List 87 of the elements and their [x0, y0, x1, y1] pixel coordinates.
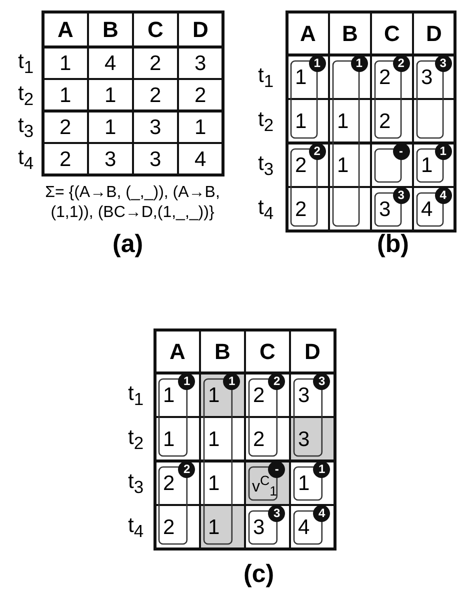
- number-badge: 1: [350, 54, 368, 72]
- cell-value: 1: [295, 111, 307, 132]
- cell-value: 3: [104, 149, 116, 170]
- row-label: t$_{2}$: [258, 109, 274, 135]
- column-header: C: [260, 340, 276, 362]
- cell-value: 1: [337, 155, 349, 176]
- number-badge: 3: [313, 372, 330, 390]
- cell-value: 1: [208, 385, 220, 406]
- number-badge: 1: [178, 372, 196, 390]
- cell-value: 2: [163, 517, 175, 538]
- number-badge: 2: [268, 372, 286, 390]
- row-label: t$_{4}$: [18, 147, 34, 173]
- number-badge: 1: [308, 54, 326, 72]
- cell-value: 2: [253, 385, 265, 406]
- row-label: t$_{1}$: [258, 65, 274, 91]
- cell-value: 3: [150, 149, 162, 170]
- cell-value: 2: [60, 149, 72, 170]
- column-header: C: [148, 18, 164, 40]
- column-header: B: [102, 18, 118, 40]
- number-badge: 4: [313, 504, 330, 522]
- cell-value: 1: [208, 517, 220, 538]
- cell-value: 3: [253, 517, 265, 538]
- column-header: B: [342, 22, 358, 44]
- cell-value: 1: [104, 117, 116, 138]
- panel-caption: (a): [112, 232, 144, 257]
- column-header: D: [192, 18, 208, 40]
- cell-value: 1: [194, 117, 206, 138]
- constraint-text: Σ= {(A→B, (_,_)), (A→B, (1,1)), (BC→D,(1,_,_))}: [45, 183, 220, 223]
- number-badge: 2: [178, 460, 196, 478]
- number-badge: 3: [268, 504, 286, 522]
- cell-value: 2: [150, 53, 162, 74]
- cell-value: 2: [253, 429, 265, 450]
- cell-value: 3: [379, 199, 391, 220]
- cell-value: 1: [163, 385, 175, 406]
- cell-value: 1: [163, 429, 175, 450]
- number-badge: 1: [434, 142, 452, 160]
- cell-value: 3: [194, 53, 206, 74]
- column-header: B: [214, 340, 230, 362]
- cell-value: 3: [298, 429, 310, 450]
- cell-value: 1: [298, 473, 310, 494]
- row-label: t$_{2}$: [128, 427, 144, 453]
- cell-value: 4: [298, 517, 310, 538]
- cell-value: 2: [295, 199, 307, 220]
- cell-value: 2: [379, 111, 391, 132]
- number-badge: 4: [434, 186, 452, 204]
- cell-value: 1: [295, 67, 307, 88]
- cell-value: 4: [421, 199, 433, 220]
- number-badge: 3: [434, 54, 452, 72]
- column-header: A: [58, 18, 74, 40]
- panel-caption: (b): [377, 232, 409, 257]
- row-label: t$_{4}$: [258, 197, 274, 223]
- column-header: D: [426, 22, 442, 44]
- row-label: t$_{3}$: [18, 115, 34, 141]
- column-header: C: [384, 22, 400, 44]
- panel-caption: (c): [244, 562, 274, 587]
- number-badge: 3: [392, 186, 410, 204]
- cell-value: 2: [194, 85, 206, 106]
- column-header: D: [304, 340, 320, 362]
- cell-value: 3: [150, 117, 162, 138]
- cell-value: 2: [163, 473, 175, 494]
- number-badge: 2: [308, 142, 326, 160]
- cell-value: 1: [60, 53, 72, 74]
- row-label: t$_{3}$: [128, 471, 144, 497]
- column-header: A: [300, 22, 316, 44]
- row-label: t$_{4}$: [128, 515, 144, 541]
- number-badge: -: [392, 142, 410, 160]
- cell-value: 2: [295, 155, 307, 176]
- number-badge: 2: [392, 54, 410, 72]
- cell-value: 1: [208, 429, 220, 450]
- cell-value: 4: [104, 53, 116, 74]
- row-label: t$_{1}$: [128, 383, 144, 409]
- cell-value: 1: [104, 85, 116, 106]
- cell-value: 2: [60, 117, 72, 138]
- cell-value: 2: [379, 67, 391, 88]
- cell-value: 1: [337, 111, 349, 132]
- cell-value: 1: [60, 85, 72, 106]
- cell-value: 2: [150, 85, 162, 106]
- number-badge: 1: [313, 460, 330, 478]
- cell-value: 4: [194, 149, 206, 170]
- row-label: t$_{3}$: [258, 153, 274, 179]
- cell-value: 3: [298, 385, 310, 406]
- column-header: A: [170, 340, 186, 362]
- cell-value: 3: [421, 67, 433, 88]
- cell-value: 1: [421, 155, 433, 176]
- cell-value: 1: [208, 473, 220, 494]
- row-label: t$_{1}$: [18, 51, 34, 77]
- row-label: t$_{2}$: [18, 83, 34, 109]
